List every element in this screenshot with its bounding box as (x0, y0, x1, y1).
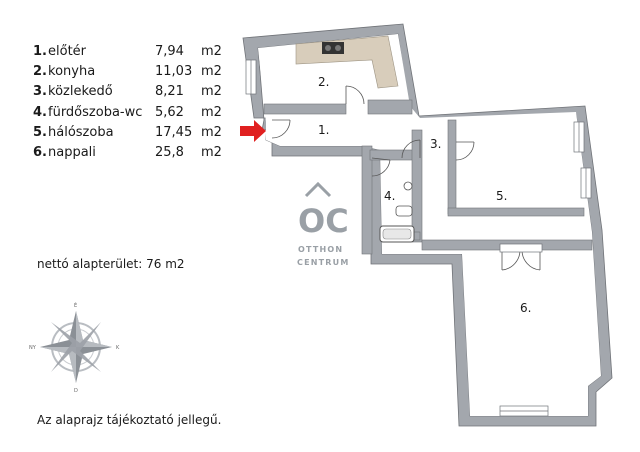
room-label-6: 6. (520, 301, 531, 315)
interior-floor (258, 34, 601, 416)
compass-west: NY (29, 345, 37, 351)
room-label-2: 2. (318, 75, 329, 89)
legend-num: 1. (33, 44, 47, 59)
room-label-5: 5. (496, 189, 507, 203)
legend-unit: m2 (201, 144, 222, 160)
windows (245, 59, 592, 417)
legend-unit: m2 (201, 84, 222, 100)
compass-east: K (116, 345, 120, 351)
legend-unit: m2 (201, 44, 222, 59)
legend-row: 4. fürdőszoba-wc 5,62 m2 (33, 103, 233, 123)
legend-room-area: 7,94 (155, 44, 184, 59)
legend-row: 6. nappali 25,8 m2 (33, 143, 233, 163)
legend-room-area: 11,03 (155, 64, 193, 80)
legend-row: 5. hálószoba 17,45 m2 (33, 123, 233, 143)
legend-num: 5. (33, 124, 47, 140)
legend-room-name: közlekedő (48, 84, 113, 100)
doors (271, 85, 541, 271)
room-label-1: 1. (318, 123, 329, 137)
legend-unit: m2 (201, 124, 222, 140)
compass-south: D (74, 388, 78, 394)
legend-room-name: nappali (48, 144, 96, 160)
toilet (403, 181, 413, 191)
legend-row: 2. konyha 11,03 m2 (33, 62, 233, 82)
legend-row: 1. előtér 7,94 m2 (33, 42, 233, 62)
legend-num: 3. (33, 84, 47, 100)
legend-num: 6. (33, 144, 47, 160)
legend-room-name: előtér (48, 44, 87, 59)
legend-room-area: 17,45 (155, 124, 193, 140)
compass-north: É (74, 301, 77, 309)
disclaimer-text: Az alaprajz tájékoztató jellegű. (37, 413, 222, 427)
legend-unit: m2 (201, 64, 222, 80)
legend-num: 2. (33, 64, 47, 80)
logo-mark: OC (298, 202, 349, 240)
brand-line-1: OTTHON (298, 245, 343, 254)
sink (395, 205, 413, 217)
legend-num: 4. (33, 104, 47, 120)
legend-room-area: 25,8 (155, 144, 184, 160)
brand-logo: OC OTTHON CENTRUM (297, 181, 350, 267)
stove-icon (322, 42, 344, 54)
compass-rose: É D K NY (29, 301, 120, 394)
net-area-text: nettó alapterület: 76 m2 (37, 257, 185, 271)
brand-line-2: CENTRUM (297, 258, 350, 267)
room-legend: 1. előtér 7,94 m2 2. konyha 11,03 m2 3. … (33, 42, 233, 163)
legend-room-area: 8,21 (155, 84, 184, 100)
legend-room-name: konyha (48, 64, 96, 80)
kitchen-counter (295, 35, 399, 89)
legend-unit: m2 (201, 104, 222, 120)
entrance-arrow (240, 120, 266, 142)
legend-room-area: 5,62 (155, 104, 184, 120)
room-label-3: 3. (430, 137, 441, 151)
legend-row: 3. közlekedő 8,21 m2 (33, 82, 233, 102)
room-label-4: 4. (384, 189, 395, 203)
legend-room-name: fürdőszoba-wc (48, 104, 143, 120)
legend-room-name: hálószoba (48, 124, 114, 140)
